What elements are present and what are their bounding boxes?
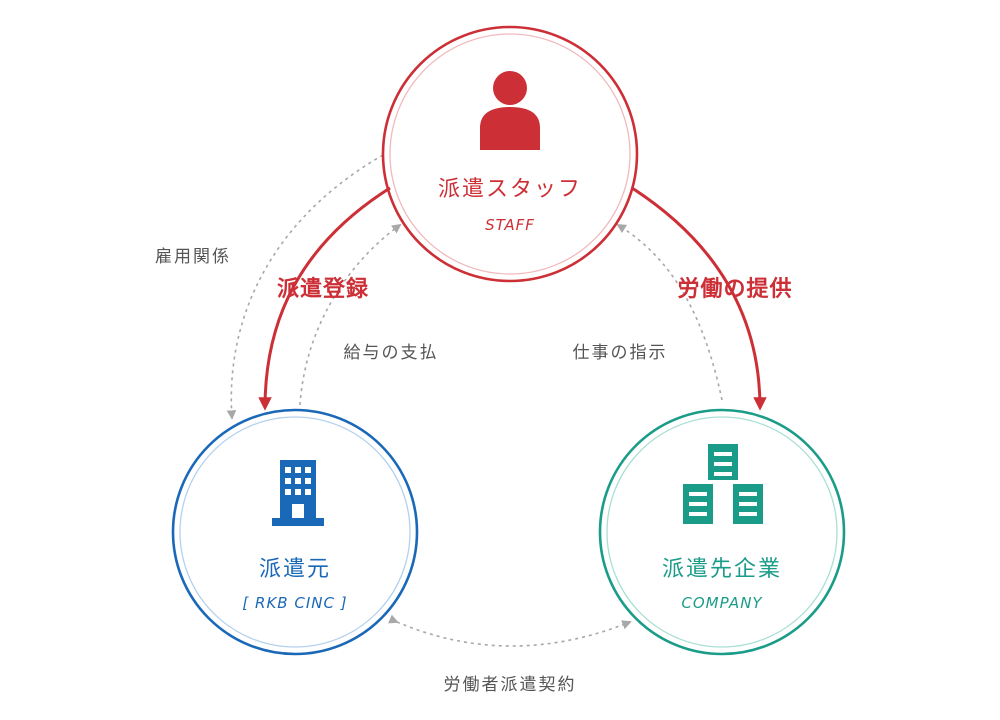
salary-payment-label: 給与の支払 (344, 343, 439, 363)
source-title: 派遣元 (259, 557, 331, 582)
company-buildings-icon (683, 444, 763, 524)
registration-label: 派遣登録 (277, 276, 369, 302)
person-icon (480, 71, 540, 150)
staff-title: 派遣スタッフ (438, 177, 582, 202)
work-instruction-arrow (616, 223, 723, 401)
staff-subtitle: STAFF (485, 216, 535, 234)
dispatch-contract-label: 労働者派遣契約 (444, 675, 577, 695)
source-node: 派遣元 [ RKB CINC ] (171, 408, 419, 656)
staff-node: 派遣スタッフ STAFF (381, 25, 639, 283)
source-subtitle: [ RKB CINC ] (242, 594, 347, 612)
labor-provision-label: 労働の提供 (677, 276, 792, 302)
employment-label: 雇用関係 (155, 247, 231, 267)
office-building-icon (272, 460, 324, 526)
dispatch-contract-arrow (388, 614, 632, 647)
work-instruction-label: 仕事の指示 (573, 343, 668, 363)
employment-arrow (226, 154, 384, 420)
company-node: 派遣先企業 COMPANY (598, 408, 846, 656)
company-title: 派遣先企業 (662, 557, 782, 582)
registration-arrow (258, 186, 391, 411)
company-subtitle: COMPANY (681, 594, 763, 612)
labor-provision-arrow (631, 186, 767, 411)
